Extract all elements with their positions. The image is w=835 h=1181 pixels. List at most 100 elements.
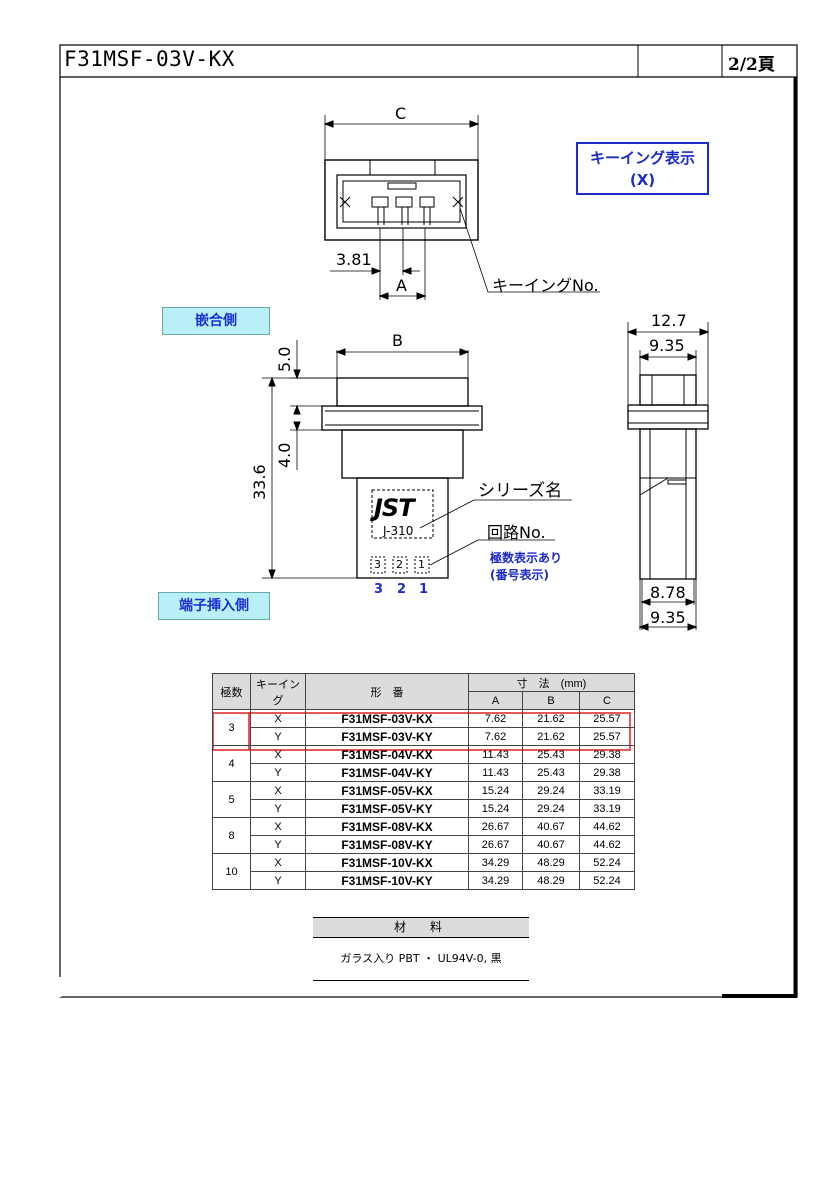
part-number-cell: F31MSF-10V-KY bbox=[305, 871, 469, 890]
side-view-drawing bbox=[262, 340, 572, 580]
part-number-cell: F31MSF-05V-KY bbox=[305, 799, 469, 818]
dim-878-label: 8.78 bbox=[650, 583, 686, 602]
pin-number-2: 2 bbox=[397, 582, 407, 597]
material-heading: 材 料 bbox=[313, 917, 529, 938]
dim-a-cell: 11.43 bbox=[468, 763, 523, 782]
poles-cell: 5 bbox=[212, 781, 251, 818]
dim-a-cell: 34.29 bbox=[468, 853, 523, 872]
keying-cell: X bbox=[250, 817, 306, 836]
dim-c-cell: 29.38 bbox=[579, 763, 635, 782]
dim-935-bottom-label: 9.35 bbox=[650, 608, 686, 627]
drawing-title: F31MSF-03V-KX bbox=[64, 47, 235, 71]
keying-display-line1: キーイング表示 bbox=[589, 149, 695, 167]
poles-cell: 3 bbox=[212, 709, 251, 746]
dim-a-cell: 7.62 bbox=[468, 727, 523, 746]
box-number-3: 3 bbox=[374, 558, 381, 571]
dim-c-cell: 52.24 bbox=[579, 853, 635, 872]
dim-b-cell: 48.29 bbox=[522, 871, 580, 890]
dim-a-cell: 34.29 bbox=[468, 871, 523, 890]
keying-display-line2: (X) bbox=[629, 171, 656, 189]
keying-cell: Y bbox=[250, 835, 306, 854]
header-a: A bbox=[468, 691, 523, 710]
dim-b-cell: 40.67 bbox=[522, 835, 580, 854]
dim-b-cell: 48.29 bbox=[522, 853, 580, 872]
part-number-cell: F31MSF-08V-KY bbox=[305, 835, 469, 854]
box-number-1: 1 bbox=[418, 558, 425, 571]
dim-c-cell: 44.62 bbox=[579, 817, 635, 836]
dim-b-cell: 21.62 bbox=[522, 709, 580, 728]
dim-c-cell: 44.62 bbox=[579, 835, 635, 854]
dim-c-cell: 52.24 bbox=[579, 871, 635, 890]
poles-cell: 10 bbox=[212, 853, 251, 890]
part-number-cell: F31MSF-05V-KX bbox=[305, 781, 469, 800]
dim-127-label: 12.7 bbox=[651, 311, 687, 330]
part-number-cell: F31MSF-03V-KX bbox=[305, 709, 469, 728]
right-view-drawing bbox=[626, 322, 710, 631]
keying-cell: Y bbox=[250, 799, 306, 818]
dim-a-cell: 26.67 bbox=[468, 817, 523, 836]
terminal-side-label: 端子挿入側 bbox=[158, 592, 270, 620]
box-number-2: 2 bbox=[396, 558, 403, 571]
keying-cell: X bbox=[250, 709, 306, 728]
dim-a-cell: 11.43 bbox=[468, 745, 523, 764]
dim-c-cell: 25.57 bbox=[579, 709, 635, 728]
dim-c-cell: 29.38 bbox=[579, 745, 635, 764]
dim-40-label: 4.0 bbox=[275, 442, 294, 468]
pin-number-1: 1 bbox=[419, 582, 429, 597]
dim-b-cell: 25.43 bbox=[522, 745, 580, 764]
keying-cell: X bbox=[250, 781, 306, 800]
keying-cell: Y bbox=[250, 871, 306, 890]
part-number-cell: F31MSF-08V-KX bbox=[305, 817, 469, 836]
series-code: J-310 bbox=[383, 524, 414, 538]
dim-c-label: C bbox=[395, 104, 407, 123]
part-number-cell: F31MSF-03V-KY bbox=[305, 727, 469, 746]
dim-935-top-label: 9.35 bbox=[649, 336, 685, 355]
keying-display-box: キーイング表示 (X) bbox=[576, 142, 709, 195]
dim-a-label: A bbox=[396, 276, 407, 295]
dim-c-cell: 33.19 bbox=[579, 799, 635, 818]
dim-b-cell: 25.43 bbox=[522, 763, 580, 782]
pole-note-line2: (番号表示) bbox=[490, 568, 549, 582]
dim-b-cell: 29.24 bbox=[522, 799, 580, 818]
material-divider bbox=[313, 980, 529, 981]
header-poles: 極数 bbox=[212, 673, 251, 710]
dim-a-cell: 15.24 bbox=[468, 799, 523, 818]
keying-no-label: キーイングNo. bbox=[492, 276, 599, 295]
mating-side-label: 嵌合側 bbox=[162, 307, 270, 335]
circuit-no-label: 回路No. bbox=[487, 523, 546, 542]
dim-a-cell: 15.24 bbox=[468, 781, 523, 800]
dim-a-cell: 26.67 bbox=[468, 835, 523, 854]
dim-b-cell: 29.24 bbox=[522, 781, 580, 800]
keying-cell: X bbox=[250, 745, 306, 764]
pin-number-3: 3 bbox=[374, 582, 384, 597]
part-number-cell: F31MSF-10V-KX bbox=[305, 853, 469, 872]
material-value: ガラス入り PBT ・ UL94V-0, 黒 bbox=[340, 952, 502, 965]
poles-cell: 4 bbox=[212, 745, 251, 782]
dim-50-label: 5.0 bbox=[275, 346, 294, 372]
jst-logo: JST bbox=[374, 494, 415, 522]
header-keying: キーイング bbox=[250, 673, 306, 710]
dim-c-cell: 25.57 bbox=[579, 727, 635, 746]
keying-cell: Y bbox=[250, 763, 306, 782]
part-number-cell: F31MSF-04V-KY bbox=[305, 763, 469, 782]
front-view-drawing bbox=[323, 115, 600, 300]
dim-a-cell: 7.62 bbox=[468, 709, 523, 728]
header-c: C bbox=[579, 691, 635, 710]
dim-c-cell: 33.19 bbox=[579, 781, 635, 800]
dim-381-label: 3.81 bbox=[336, 250, 372, 269]
header-b: B bbox=[522, 691, 580, 710]
dim-b-cell: 21.62 bbox=[522, 727, 580, 746]
keying-cell: X bbox=[250, 853, 306, 872]
